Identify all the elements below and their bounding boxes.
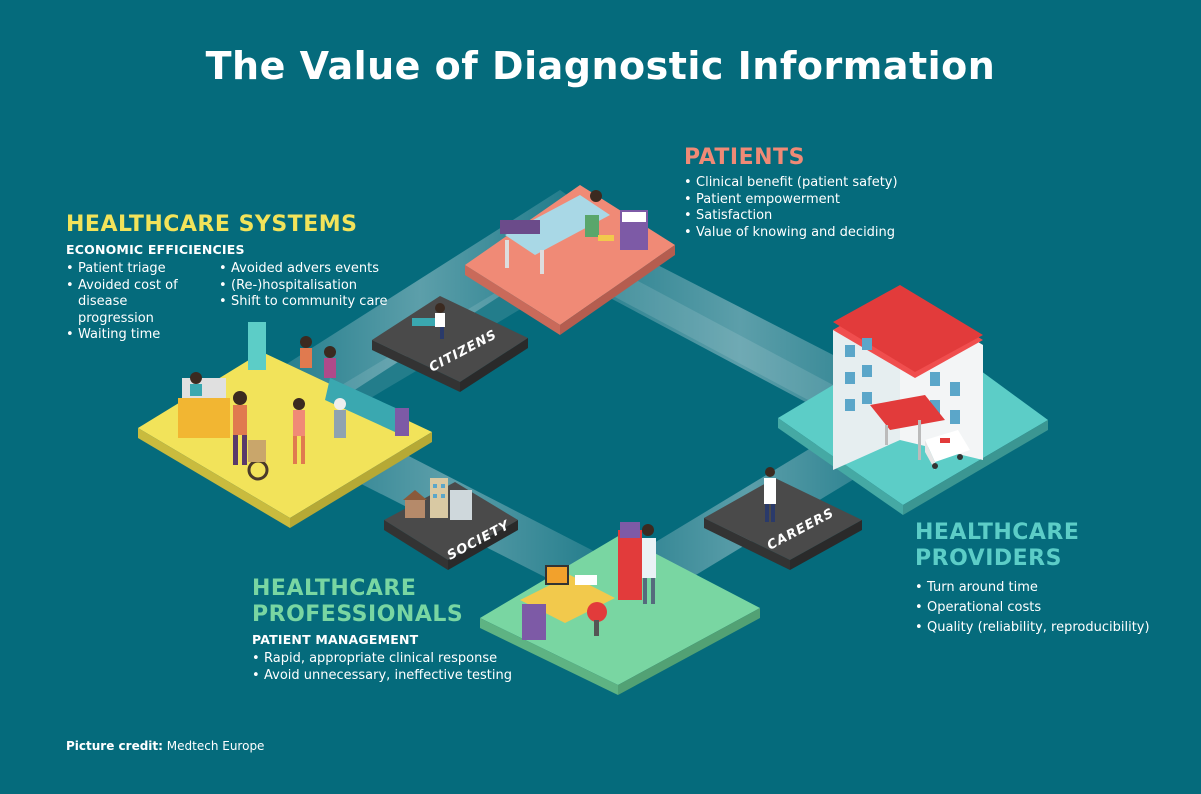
- list-item: Avoid unnecessary, ineffective testing: [252, 668, 512, 685]
- list-item: Avoided cost of disease progression: [66, 278, 201, 328]
- patients-block: PATIENTS Clinical benefit (patient safet…: [684, 145, 898, 241]
- picture-credit: Picture credit: Medtech Europe: [66, 739, 264, 753]
- patients-heading: PATIENTS: [684, 145, 805, 170]
- healthcare-providers-heading-line1: HEALTHCARE: [915, 520, 1080, 545]
- list-item: Value of knowing and deciding: [684, 225, 898, 242]
- list-item: Operational costs: [915, 598, 1150, 618]
- healthcare-providers-block: HEALTHCARE PROVIDERS Turn around time Op…: [915, 520, 1150, 638]
- healthcare-professionals-tile: [480, 522, 760, 695]
- lab-desk-icon: [520, 522, 642, 640]
- picture-credit-value: Medtech Europe: [166, 739, 265, 753]
- city-buildings-icon: [403, 478, 472, 520]
- healthcare-providers-tile: [778, 285, 1048, 515]
- citizens-hub: CITIZENS: [372, 296, 528, 392]
- hospital-bed-icon: [500, 190, 648, 274]
- healthcare-systems-subheading: ECONOMIC EFFICIENCIES: [66, 242, 245, 257]
- page-title: The Value of Diagnostic Information: [205, 44, 996, 88]
- patients-tile: [465, 185, 675, 335]
- list-item: Clinical benefit (patient safety): [684, 175, 898, 192]
- waiting-room-icon: [178, 322, 409, 481]
- list-item: Turn around time: [915, 578, 1150, 598]
- list-item: Rapid, appropriate clinical response: [252, 651, 512, 668]
- healthcare-providers-list: Turn around time Operational costs Quali…: [915, 578, 1150, 638]
- healthcare-professionals-list: Rapid, appropriate clinical response Avo…: [252, 651, 512, 684]
- seated-person-icon: [412, 303, 445, 339]
- list-item: Satisfaction: [684, 208, 898, 225]
- healthcare-systems-heading: HEALTHCARE SYSTEMS: [66, 212, 358, 237]
- healthcare-systems-columns: Patient triage Avoided cost of disease p…: [66, 257, 387, 344]
- list-item: Quality (reliability, reproducibility): [915, 618, 1150, 638]
- beam-inner-right: [555, 250, 880, 425]
- list-item: Shift to community care: [219, 294, 387, 311]
- healthcare-professionals-block: HEALTHCARE PROFESSIONALS PATIENT MANAGEM…: [252, 576, 512, 684]
- doctor-figure-icon: [642, 524, 656, 604]
- healthcare-professionals-heading-line1: HEALTHCARE: [252, 576, 417, 601]
- healthcare-systems-left-list: Patient triage Avoided cost of disease p…: [66, 261, 201, 344]
- healthcare-systems-right-list: Avoided advers events (Re-)hospitalisati…: [219, 261, 387, 344]
- hospital-building-icon: [833, 285, 983, 470]
- healthcare-professionals-subheading: PATIENT MANAGEMENT: [252, 632, 419, 647]
- picture-credit-label: Picture credit:: [66, 739, 163, 753]
- list-item: Patient empowerment: [684, 192, 898, 209]
- list-item: Waiting time: [66, 327, 201, 344]
- healthcare-systems-block: HEALTHCARE SYSTEMS ECONOMIC EFFICIENCIES…: [66, 212, 387, 344]
- society-hub: SOCIETY: [384, 478, 518, 570]
- list-item: Patient triage: [66, 261, 201, 278]
- healthcare-providers-heading-line2: PROVIDERS: [915, 546, 1062, 571]
- patients-list: Clinical benefit (patient safety) Patien…: [684, 175, 898, 241]
- ambulance-icon: [925, 430, 970, 470]
- careers-hub: CAREERS: [704, 467, 862, 570]
- list-item: (Re-)hospitalisation: [219, 278, 387, 295]
- healthcare-systems-tile: [138, 322, 432, 528]
- healthcare-professionals-heading-line2: PROFESSIONALS: [252, 602, 464, 627]
- doctor-figure-icon: [764, 467, 776, 522]
- list-item: Avoided advers events: [219, 261, 387, 278]
